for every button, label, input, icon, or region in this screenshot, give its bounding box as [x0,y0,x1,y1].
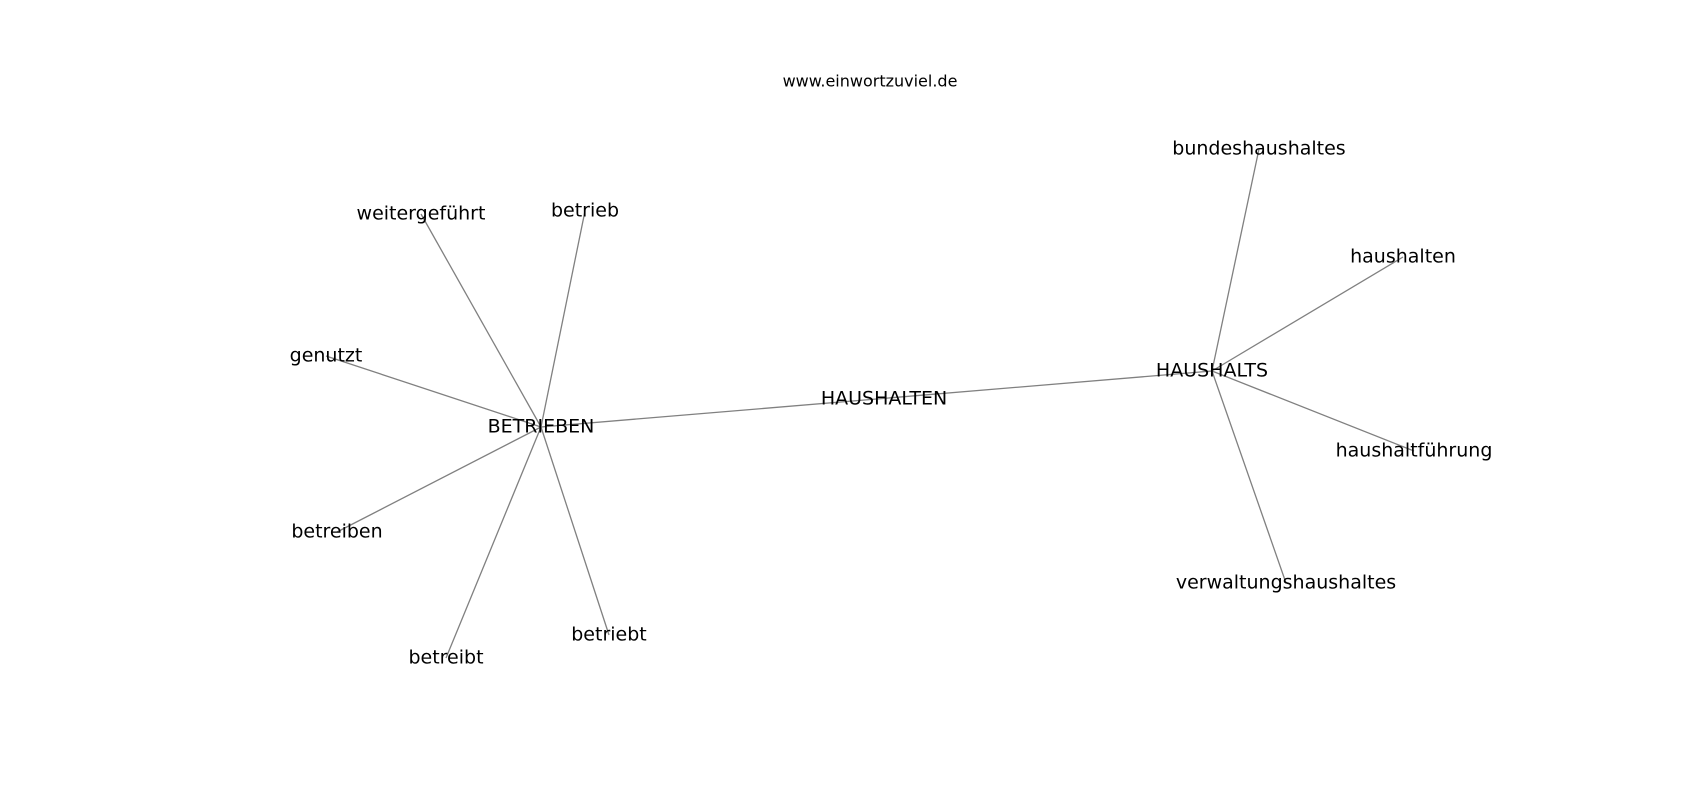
node-label-weitergefuehrt: weitergeführt [357,203,486,225]
edge-betrieben-genutzt [325,355,542,428]
edge-haushalts-haushalten [1211,256,1404,372]
edge-betrieben-betriebt [540,426,610,636]
edge-betrieben-haushalts [540,370,1213,428]
edge-haushalts-haushaltfuehrung [1211,370,1415,452]
edge-betrieben-betrieb [540,210,586,428]
site-url-label: www.einwortzuviel.de [783,72,958,91]
edge-betrieben-betreibt [445,426,542,659]
node-label-haushalts: HAUSHALTS [1156,360,1268,382]
node-layer: HAUSHALTEN BETRIEBEN HAUSHALTS weitergeführ… [290,138,1493,669]
node-label-genutzt: genutzt [290,345,363,367]
edge-betrieben-weitergefuehrt [420,213,542,428]
node-label-haushalten: HAUSHALTEN [821,388,947,410]
node-label-verwaltungshaushaltes: verwaltungshaushaltes [1176,572,1396,594]
node-label-betreiben: betreiben [291,521,382,543]
edge-betrieben-betreiben [336,426,542,533]
node-label-bundeshaushaltes: bundeshaushaltes [1172,138,1345,160]
node-label-haushalten: haushalten [1350,246,1456,268]
edge-haushalts-bundeshaushaltes [1211,148,1260,372]
node-label-betrieben: BETRIEBEN [488,416,595,438]
node-label-betreibt: betreibt [408,647,483,669]
node-label-betriebt: betriebt [571,624,647,646]
node-label-betrieb: betrieb [551,200,619,222]
edge-haushalts-verwaltungshaushaltes [1211,370,1287,584]
node-label-haushaltfuehrung: haushaltführung [1336,440,1493,462]
edge-layer [325,148,1415,659]
